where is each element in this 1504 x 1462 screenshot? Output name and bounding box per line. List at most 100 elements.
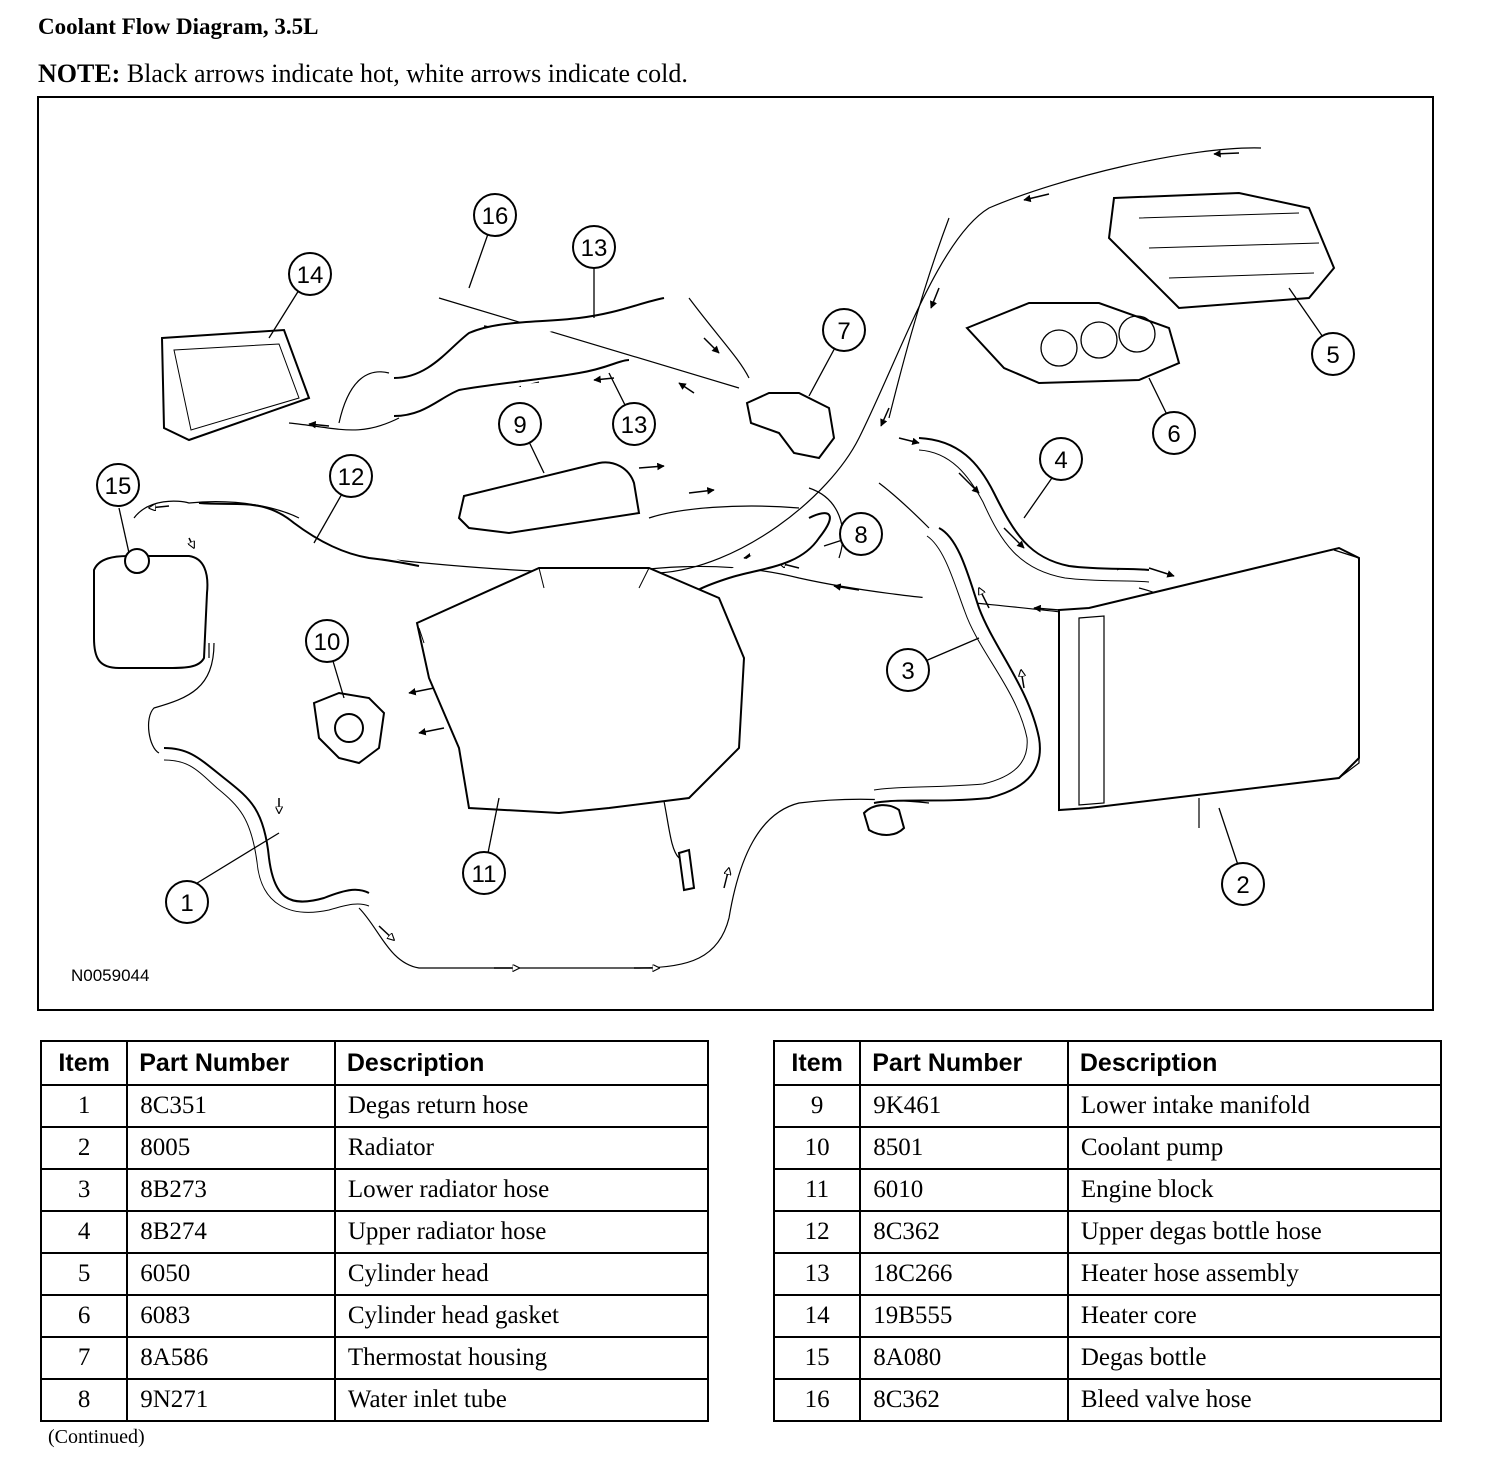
- part-number-cell: 8B274: [126, 1210, 336, 1254]
- item-cell: 10: [772, 1126, 862, 1170]
- part-number-cell: 8C351: [126, 1084, 336, 1128]
- item-cell: 3: [39, 1168, 129, 1212]
- item-cell: 11: [772, 1168, 862, 1212]
- callout-3: 3: [886, 648, 930, 692]
- item-cell: 8: [39, 1378, 129, 1422]
- svg-text:8: 8: [854, 522, 867, 549]
- item-cell: 7: [39, 1336, 129, 1380]
- description-cell: Cylinder head: [333, 1252, 710, 1296]
- description-cell: Engine block: [1066, 1168, 1443, 1212]
- item-cell: 5: [39, 1252, 129, 1296]
- callout-14: 14: [288, 252, 332, 296]
- callout-8: 8: [839, 512, 883, 556]
- item-cell: 9: [772, 1084, 862, 1128]
- description-cell: Lower intake manifold: [1066, 1084, 1443, 1128]
- hose-edges: [163, 449, 1150, 913]
- callout-7: 7: [822, 308, 866, 352]
- note-label: NOTE:: [38, 59, 121, 88]
- callout-4: 4: [1039, 437, 1083, 481]
- callout-9: 9: [498, 402, 542, 446]
- item-cell: 1: [39, 1084, 129, 1128]
- part-number-cell: 8C362: [859, 1210, 1069, 1254]
- part-number-cell: 6050: [126, 1252, 336, 1296]
- svg-text:4: 4: [1054, 447, 1067, 474]
- part-number-cell: 6010: [859, 1168, 1069, 1212]
- part-number-cell: 8B273: [126, 1168, 336, 1212]
- svg-text:5: 5: [1326, 342, 1339, 369]
- drawing-id: N0059044: [71, 966, 149, 985]
- svg-text:9: 9: [513, 412, 526, 439]
- callout-5: 5: [1311, 332, 1355, 376]
- item-cell: 16: [772, 1378, 862, 1422]
- description-cell: Heater core: [1066, 1294, 1443, 1338]
- header-item: Item: [39, 1040, 129, 1086]
- svg-text:6: 6: [1167, 421, 1180, 448]
- component-outlines: [93, 191, 1360, 892]
- header-description: Description: [333, 1040, 710, 1086]
- part-number-cell: 8C362: [859, 1378, 1069, 1422]
- description-cell: Lower radiator hose: [333, 1168, 710, 1212]
- callouts: 1 2 3 4 5 6 7 8 9 10 11 12 13 13 14 15 1…: [96, 193, 1355, 924]
- header-item: Item: [772, 1040, 862, 1086]
- description-cell: Thermostat housing: [333, 1336, 710, 1380]
- callout-12: 12: [329, 454, 373, 498]
- item-cell: 4: [39, 1210, 129, 1254]
- svg-text:3: 3: [901, 658, 914, 685]
- svg-text:13: 13: [621, 412, 648, 439]
- description-cell: Degas bottle: [1066, 1336, 1443, 1380]
- header-part-number: Part Number: [126, 1040, 336, 1086]
- header-description: Description: [1066, 1040, 1443, 1086]
- svg-text:15: 15: [105, 473, 132, 500]
- description-cell: Upper radiator hose: [333, 1210, 710, 1254]
- part-number-cell: 6083: [126, 1294, 336, 1338]
- svg-text:13: 13: [581, 235, 608, 262]
- part-number-cell: 8501: [859, 1126, 1069, 1170]
- svg-text:7: 7: [837, 318, 850, 345]
- svg-text:10: 10: [314, 629, 341, 656]
- description-cell: Degas return hose: [333, 1084, 710, 1128]
- callout-13-lower: 13: [612, 402, 656, 446]
- table-header-row: Item Part Number Description: [39, 1040, 710, 1086]
- table-header-row: Item Part Number Description: [772, 1040, 1443, 1086]
- part-number-cell: 8A080: [859, 1336, 1069, 1380]
- coolant-flow-figure: 1 2 3 4 5 6 7 8 9 10 11 12 13 13 14 15 1…: [37, 96, 1434, 1011]
- page-title: Coolant Flow Diagram, 3.5L: [38, 14, 319, 39]
- note-text: Black arrows indicate hot, white arrows …: [126, 59, 688, 88]
- item-cell: 13: [772, 1252, 862, 1296]
- part-number-cell: 18C266: [859, 1252, 1069, 1296]
- callout-6: 6: [1152, 411, 1196, 455]
- callout-1: 1: [165, 880, 209, 924]
- description-cell: Bleed valve hose: [1066, 1378, 1443, 1422]
- item-cell: 14: [772, 1294, 862, 1338]
- callout-2: 2: [1221, 862, 1265, 906]
- svg-text:2: 2: [1236, 872, 1249, 899]
- svg-text:14: 14: [297, 262, 324, 289]
- callout-11: 11: [462, 851, 506, 895]
- description-cell: Coolant pump: [1066, 1126, 1443, 1170]
- description-cell: Cylinder head gasket: [333, 1294, 710, 1338]
- description-cell: Heater hose assembly: [1066, 1252, 1443, 1296]
- svg-text:11: 11: [472, 861, 497, 888]
- item-cell: 15: [772, 1336, 862, 1380]
- item-cell: 6: [39, 1294, 129, 1338]
- callout-10: 10: [305, 619, 349, 663]
- part-number-cell: 9K461: [859, 1084, 1069, 1128]
- part-number-cell: 8A586: [126, 1336, 336, 1380]
- part-number-cell: 9N271: [126, 1378, 336, 1422]
- callout-15: 15: [96, 463, 140, 507]
- item-cell: 12: [772, 1210, 862, 1254]
